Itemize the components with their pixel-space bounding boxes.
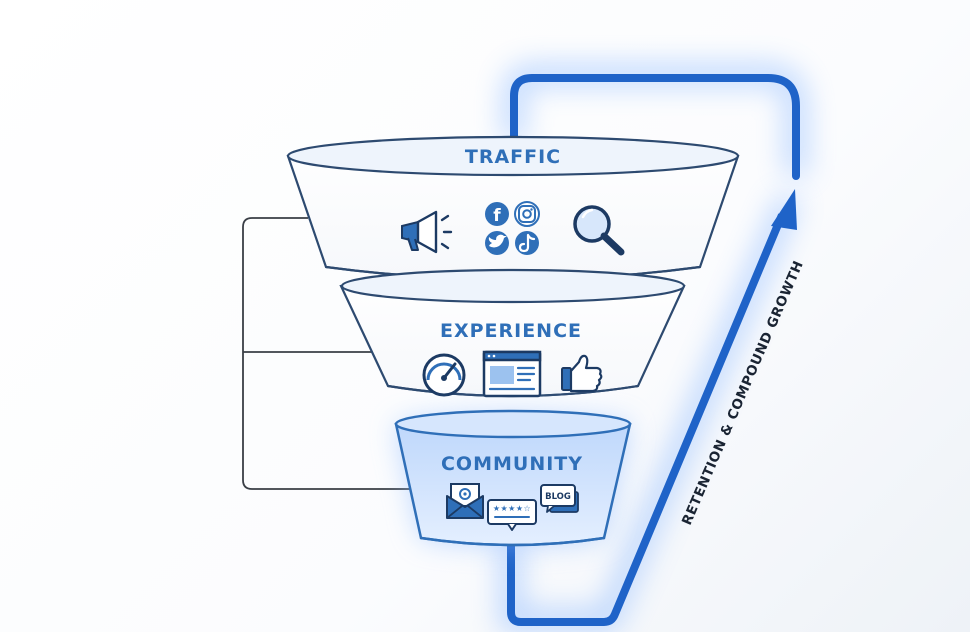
instagram-icon — [514, 201, 540, 227]
stage-label-experience: EXPERIENCE — [440, 320, 582, 342]
webpage-icon — [482, 350, 542, 398]
review-stars-icon: ★★★★☆ — [487, 499, 537, 531]
speedometer-icon — [422, 353, 466, 397]
tiktok-icon — [515, 231, 539, 255]
blog-badge: BLOG — [545, 492, 571, 502]
svg-text:f: f — [493, 206, 501, 226]
retention-loop — [500, 64, 807, 631]
email-icon — [446, 483, 484, 519]
funnel-stage-experience: EXPERIENCE — [339, 268, 686, 398]
magnifier-icon — [573, 205, 625, 256]
funnel-stage-community: COMMUNITY ★★★★☆ BLOG — [394, 409, 632, 547]
stage-label-traffic: TRAFFIC — [465, 146, 561, 168]
stage-label-community: COMMUNITY — [441, 453, 583, 475]
left-bracket — [242, 217, 418, 490]
svg-text:★★★★☆: ★★★★☆ — [493, 504, 531, 513]
twitter-icon — [485, 231, 509, 255]
funnel-stage-traffic: TRAFFIC f — [286, 135, 740, 281]
thumbs-up-icon — [561, 354, 603, 393]
loop-arrowhead-icon — [771, 189, 797, 230]
facebook-icon: f — [485, 202, 509, 226]
blog-bubble-icon: BLOG — [540, 484, 579, 513]
megaphone-icon — [401, 210, 453, 254]
